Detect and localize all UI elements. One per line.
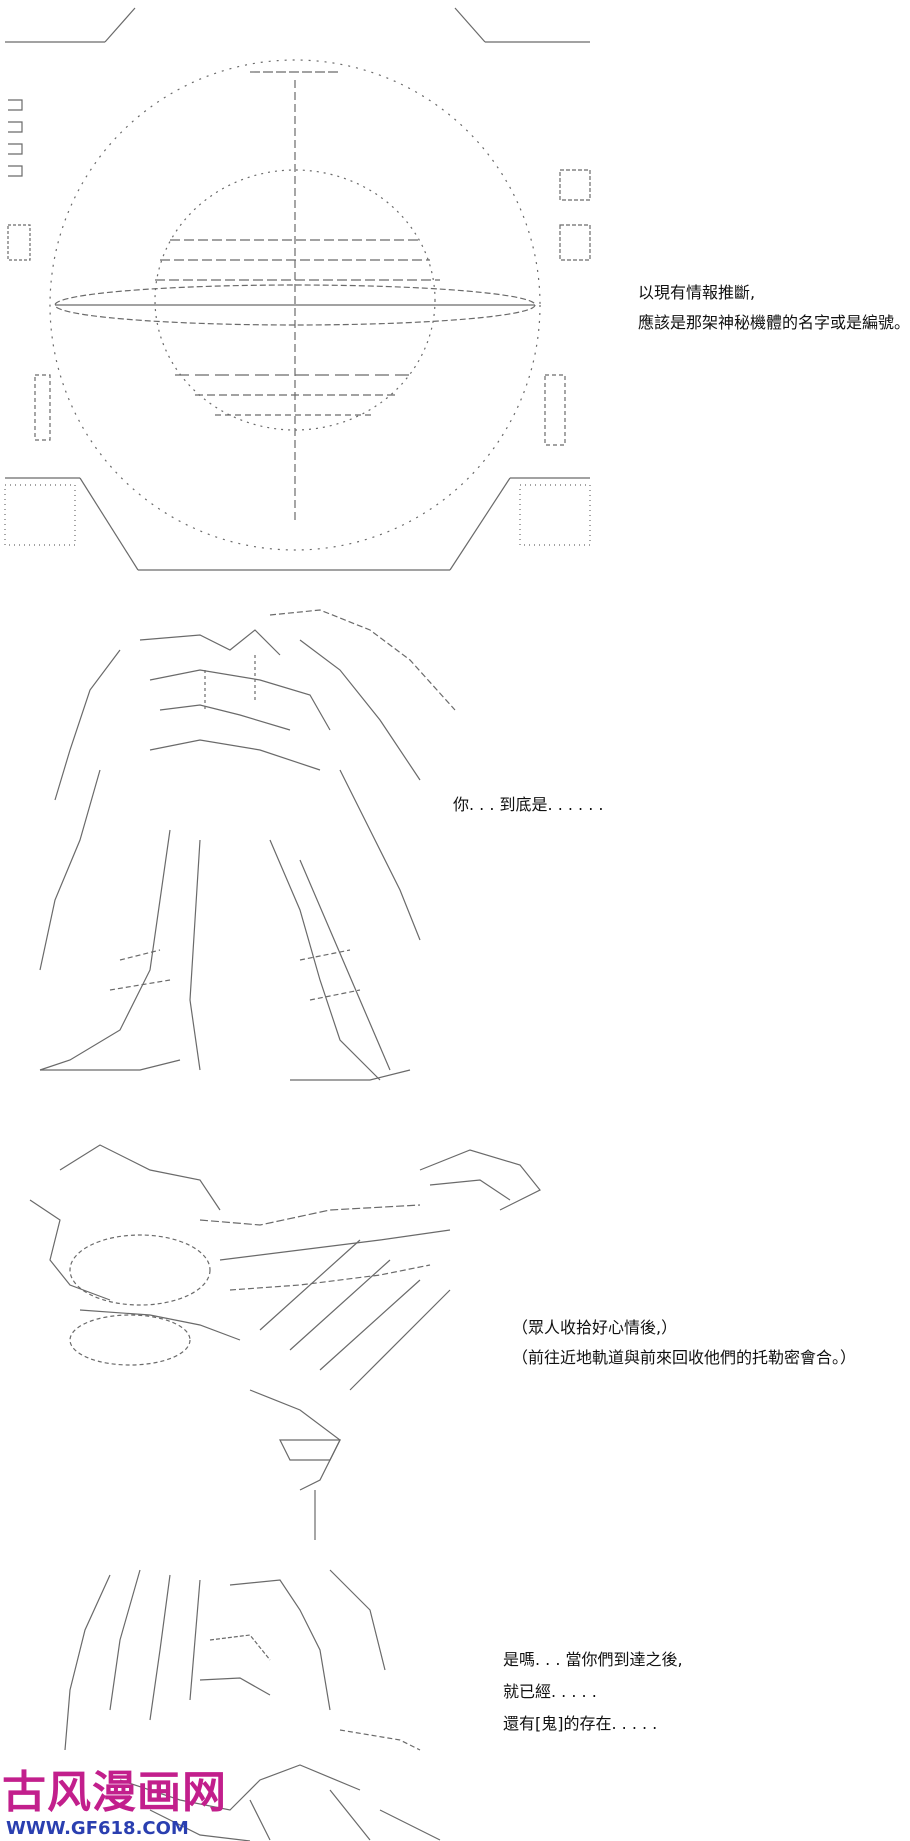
watermark-url: WWW.GF618.COM bbox=[6, 1818, 189, 1839]
caption-line: （眾人收拾好心情後,） bbox=[512, 1318, 678, 1337]
character-art bbox=[0, 1550, 480, 1841]
character-illustration bbox=[64, 1569, 441, 1841]
caption-line: 以現有情報推斷, bbox=[638, 283, 756, 302]
panel-ship: （眾人收拾好心情後,） （前往近地軌道與前來回收他們的托勒密會合。） bbox=[0, 1110, 910, 1540]
panel-mecha-figure: 你. . . 到底是. . . . . . bbox=[0, 600, 910, 1100]
ship-art bbox=[0, 1110, 560, 1540]
caption-line: 應該是那架神秘機體的名字或是編號。 bbox=[638, 313, 910, 332]
ship-illustration bbox=[29, 1144, 541, 1540]
panel-4-caption: 是嗎. . . 當你們到達之後, 就已經. . . . . 還有[鬼]的存在. … bbox=[503, 1650, 683, 1734]
panel-character: 是嗎. . . 當你們到達之後, 就已經. . . . . 還有[鬼]的存在. … bbox=[0, 1550, 910, 1841]
scope-illustration bbox=[4, 7, 591, 571]
panel-3-caption: （眾人收拾好心情後,） （前往近地軌道與前來回收他們的托勒密會合。） bbox=[512, 1318, 856, 1368]
caption-line: 就已經. . . . . bbox=[503, 1682, 597, 1701]
panel-2-caption: 你. . . 到底是. . . . . . bbox=[453, 795, 603, 815]
mecha-illustration bbox=[39, 609, 456, 1081]
site-watermark: 古风漫画网 WWW.GF618.COM bbox=[0, 1768, 230, 1841]
targeting-scope-art bbox=[0, 0, 600, 590]
watermark-title: 古风漫画网 bbox=[2, 1767, 227, 1818]
panel-1-caption: 以現有情報推斷, 應該是那架神秘機體的名字或是編號。 bbox=[638, 283, 910, 333]
caption-line: 是嗎. . . 當你們到達之後, bbox=[503, 1650, 683, 1669]
caption-line: 還有[鬼]的存在. . . . . bbox=[503, 1714, 658, 1733]
mecha-figure-art bbox=[0, 600, 460, 1100]
caption-line: 你. . . 到底是. . . . . . bbox=[453, 795, 604, 814]
caption-line: （前往近地軌道與前來回收他們的托勒密會合。） bbox=[512, 1348, 857, 1367]
panel-targeting-scope: 以現有情報推斷, 應該是那架神秘機體的名字或是編號。 bbox=[0, 0, 910, 590]
